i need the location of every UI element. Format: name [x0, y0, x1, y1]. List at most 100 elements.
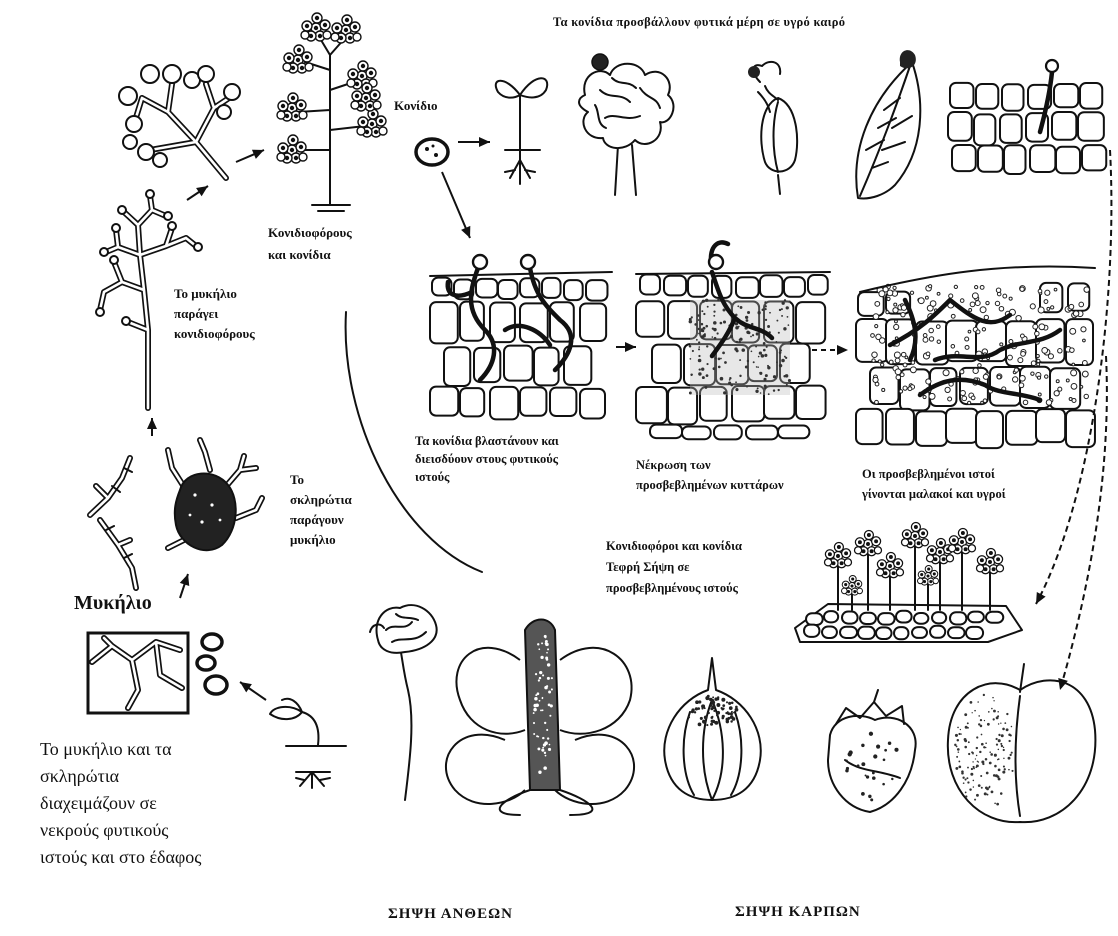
necrotic-dot — [765, 319, 767, 321]
strawberry-seed — [861, 744, 864, 747]
rot-dot — [997, 711, 999, 713]
soft-rot-particle — [965, 337, 969, 341]
label-line: Τα κονίδια βλαστάνουν και — [415, 432, 559, 450]
plant-cell — [1030, 145, 1055, 172]
rot-dot — [985, 742, 987, 744]
rot-dot — [1002, 771, 1005, 774]
necrotic-dot — [739, 359, 741, 361]
soft-rot-particle — [1014, 368, 1018, 372]
necrotic-dot — [788, 379, 791, 382]
necrotic-dot — [779, 351, 782, 354]
label-line: και κονίδια — [268, 244, 352, 266]
conidiophore-small-sketch — [119, 65, 240, 178]
necrotic-dot — [697, 314, 700, 317]
arrow-head — [625, 342, 636, 352]
necrotic-dot — [689, 358, 691, 360]
necrotic-dot — [778, 332, 780, 334]
soft-rot-particle — [873, 314, 879, 320]
strawberry-infected — [828, 690, 916, 812]
rot-speck — [547, 677, 550, 680]
soft-rot-particle — [971, 396, 975, 400]
plant-cell — [912, 627, 927, 638]
soft-rot-particle — [1054, 391, 1059, 396]
plant-cell — [430, 302, 458, 343]
rot-speck — [538, 648, 540, 650]
conidia-cluster — [277, 135, 307, 163]
plant-cell — [652, 345, 681, 383]
soft-rot-particle — [986, 301, 989, 304]
necrotic-dot — [714, 337, 717, 340]
strawberry-seed — [891, 778, 893, 780]
soft-rot-particle — [895, 369, 901, 375]
label-germinate: Τα κονίδια βλαστάνουν και διεισδύουν στο… — [415, 432, 559, 486]
rot-dot — [970, 701, 973, 704]
soft-rot-particle — [875, 382, 879, 386]
mold-dot — [728, 702, 731, 705]
soft-rot-particle — [903, 386, 907, 390]
conidia-cluster — [283, 45, 313, 73]
soft-rot-particle — [1023, 400, 1028, 405]
rot-dot — [991, 791, 994, 794]
soft-rot-particle — [943, 370, 949, 376]
necrotic-dot — [759, 351, 762, 354]
rot-dot — [1006, 728, 1009, 731]
label-conidium: Κονίδιο — [394, 98, 437, 114]
bud-sketch — [748, 62, 797, 194]
conidia-cluster — [331, 15, 361, 43]
rot-speck — [538, 679, 540, 681]
soft-rot-particle — [978, 364, 982, 368]
plant-cell — [784, 277, 805, 297]
soft-rot-particle — [1009, 340, 1013, 344]
mold-dot — [730, 715, 734, 719]
rot-dot — [957, 727, 959, 729]
soft-rot-particle — [975, 285, 978, 288]
soft-rot-particle — [1070, 348, 1075, 353]
mold-dot — [697, 707, 700, 710]
mold-dot — [706, 724, 708, 726]
soft-rot-particle — [889, 360, 893, 364]
plant-cell — [580, 389, 605, 419]
soft-rot-particle — [908, 387, 912, 391]
plant-cell — [968, 612, 984, 623]
necrotic-dot — [702, 376, 705, 379]
rot-speck — [533, 722, 535, 724]
soft-rot-particle — [1081, 327, 1086, 332]
soft-rot-particle — [929, 328, 934, 333]
rot-dot — [998, 758, 1000, 760]
mold-dot — [733, 712, 735, 714]
rot-dot — [981, 734, 983, 736]
rot-dot — [960, 733, 961, 734]
necrotic-dot — [735, 388, 738, 391]
rot-dot — [998, 739, 1001, 742]
soft-rot-particle — [982, 328, 985, 331]
necrotic-dot — [776, 341, 778, 343]
mold-dot — [731, 711, 733, 713]
gray-mold-colony — [795, 523, 1022, 643]
necrotic-dot — [698, 346, 700, 348]
plant-cell — [444, 347, 470, 386]
rot-dot — [987, 723, 990, 726]
soft-rot-particle — [910, 367, 916, 373]
plant-cell — [808, 275, 828, 295]
rot-dot — [1003, 758, 1004, 759]
germinating-conidium — [473, 255, 487, 269]
plant-cell — [1078, 112, 1104, 141]
strawberry-seed — [873, 754, 877, 758]
soft-rot-particle — [996, 288, 1000, 292]
plant-cell — [876, 627, 892, 639]
mold-dot — [721, 707, 723, 709]
plant-cell — [636, 301, 664, 336]
strawberry-seed — [870, 798, 873, 801]
rot-dot — [980, 719, 982, 721]
rot-dot — [985, 758, 988, 761]
soft-rot-particle — [1033, 324, 1038, 329]
necrotic-dot — [691, 316, 693, 318]
necrotic-dot — [787, 316, 789, 318]
soft-rot-particle — [918, 298, 924, 304]
strawberry-seed — [861, 762, 865, 766]
rot-speck — [545, 755, 547, 757]
rot-dot — [961, 772, 964, 775]
rot-dot — [966, 777, 968, 779]
rot-dot — [973, 786, 975, 788]
plant-cell — [974, 114, 995, 145]
